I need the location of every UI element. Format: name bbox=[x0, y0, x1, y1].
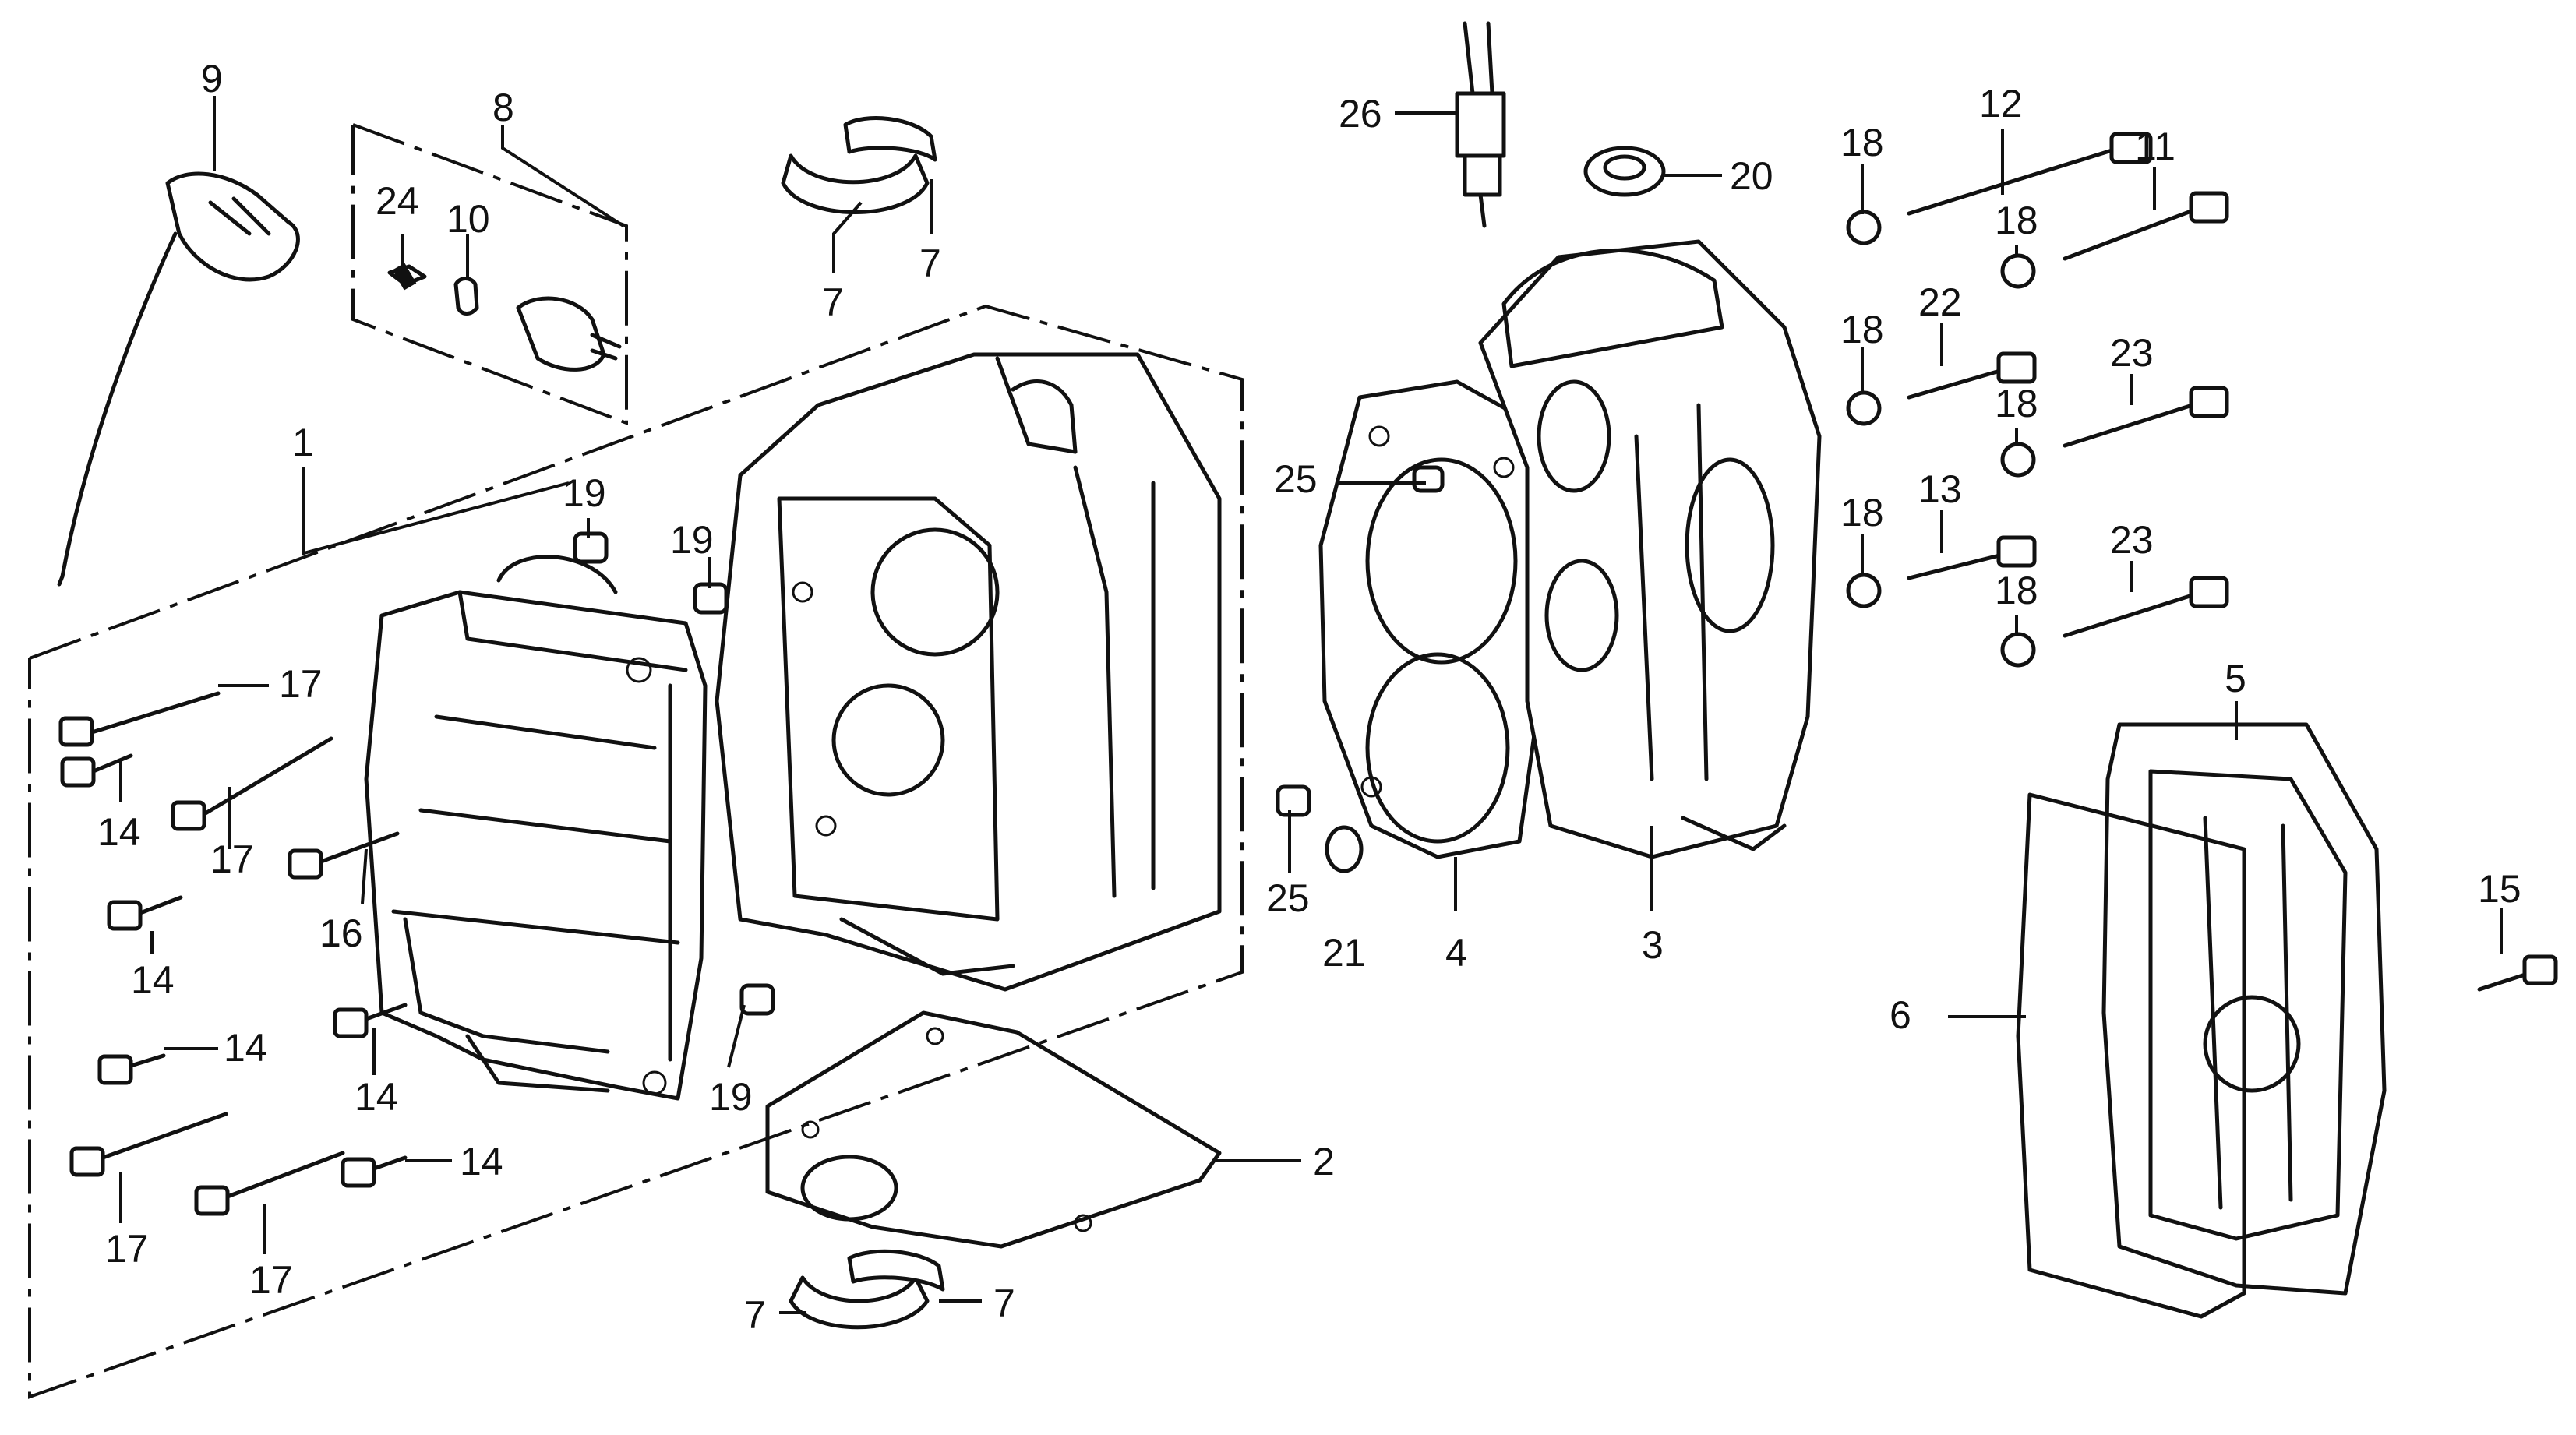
switch-kit bbox=[387, 263, 622, 372]
washers bbox=[1846, 210, 2036, 668]
cylinder-block bbox=[364, 555, 708, 1101]
callout-14-e: 14 bbox=[460, 1140, 503, 1183]
callout-7-top-right: 7 bbox=[919, 242, 941, 285]
o-ring bbox=[1325, 825, 1364, 873]
callout-17-b: 17 bbox=[210, 837, 254, 881]
callout-23-b: 23 bbox=[2110, 518, 2154, 562]
callout-19-a: 19 bbox=[563, 471, 606, 515]
callout-19-b: 19 bbox=[670, 518, 714, 562]
callout-11: 11 bbox=[2135, 125, 2175, 168]
callout-7-top-left: 7 bbox=[822, 280, 844, 324]
callout-17-a: 17 bbox=[279, 662, 323, 706]
callout-6: 6 bbox=[1890, 993, 1911, 1037]
head-gasket bbox=[1318, 379, 1549, 859]
head-bolts bbox=[1907, 132, 2558, 992]
callout-21: 21 bbox=[1322, 931, 1366, 975]
callout-1: 1 bbox=[292, 421, 314, 464]
crankcase-gasket bbox=[765, 1010, 1222, 1249]
callout-18-a: 18 bbox=[1840, 121, 1884, 164]
callout-2: 2 bbox=[1313, 1140, 1335, 1183]
callout-24: 24 bbox=[376, 179, 419, 223]
callout-7-bottom-left: 7 bbox=[744, 1293, 766, 1337]
block-bolts bbox=[58, 691, 408, 1216]
callout-14-b: 14 bbox=[131, 958, 175, 1002]
callout-7-bottom-right: 7 bbox=[993, 1282, 1015, 1325]
callout-14-c: 14 bbox=[224, 1026, 267, 1070]
callout-5: 5 bbox=[2225, 657, 2246, 700]
callout-19-c: 19 bbox=[709, 1075, 753, 1119]
callout-18-c: 18 bbox=[1840, 308, 1884, 351]
callout-20: 20 bbox=[1730, 154, 1773, 198]
callout-18-b: 18 bbox=[1995, 199, 2038, 242]
callout-10: 10 bbox=[446, 197, 490, 241]
callout-17-c: 17 bbox=[105, 1227, 149, 1271]
callout-22: 22 bbox=[1918, 280, 1962, 324]
crankcase bbox=[715, 352, 1222, 992]
switch-kit-boundary bbox=[351, 123, 628, 425]
callout-25-b: 25 bbox=[1266, 876, 1310, 920]
callout-14-d: 14 bbox=[355, 1075, 398, 1119]
callout-18-d: 18 bbox=[1995, 382, 2038, 425]
cylinder-head bbox=[1478, 239, 1822, 859]
bearing-shells-bottom bbox=[789, 1249, 945, 1330]
sensor-with-lead bbox=[57, 171, 300, 587]
dowel-pins bbox=[573, 465, 1445, 1016]
callout-4: 4 bbox=[1445, 931, 1467, 975]
cover-gasket bbox=[2016, 792, 2246, 1319]
callout-labels: 9 8 24 10 7 7 1 19 19 19 17 14 17 16 14 … bbox=[97, 57, 2521, 1337]
callout-26: 26 bbox=[1339, 92, 1382, 136]
callout-25-a: 25 bbox=[1274, 457, 1318, 501]
bearing-shells-top bbox=[781, 116, 937, 214]
callout-9: 9 bbox=[201, 57, 223, 100]
callout-23-a: 23 bbox=[2110, 331, 2154, 375]
callout-17-d: 17 bbox=[249, 1258, 293, 1302]
callout-8: 8 bbox=[492, 86, 514, 129]
callout-16: 16 bbox=[319, 911, 363, 955]
spark-plug bbox=[1455, 21, 1506, 228]
oil-seal bbox=[1583, 146, 1666, 197]
cylinder-group-boundary bbox=[28, 304, 1244, 1399]
callout-15: 15 bbox=[2478, 867, 2521, 911]
callout-18-f: 18 bbox=[1995, 569, 2038, 612]
callout-18-e: 18 bbox=[1840, 491, 1884, 534]
callout-3: 3 bbox=[1642, 923, 1664, 967]
leader-lines bbox=[119, 96, 2503, 1314]
callout-13: 13 bbox=[1918, 467, 1962, 511]
callout-12: 12 bbox=[1979, 82, 2023, 125]
callout-14-a: 14 bbox=[97, 810, 141, 854]
